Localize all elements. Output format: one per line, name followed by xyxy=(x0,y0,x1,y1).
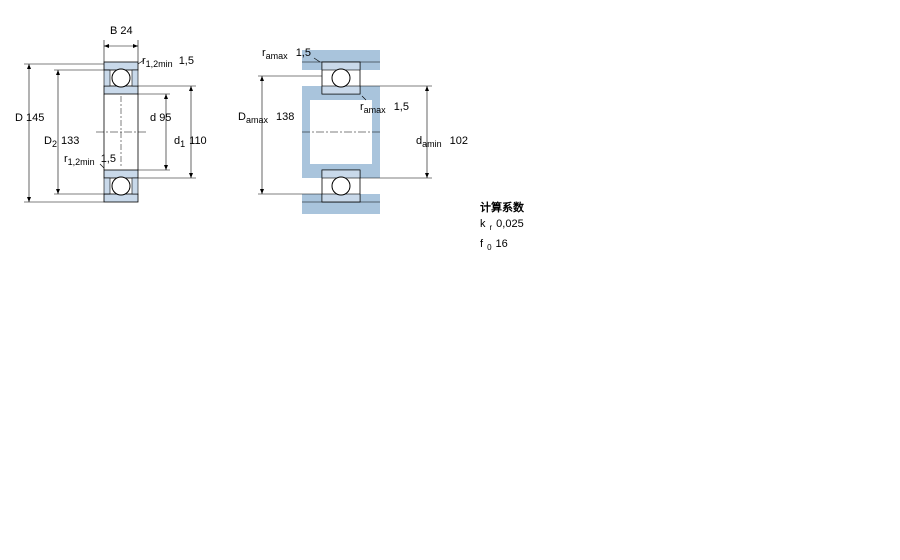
calculation-title: 计算系数 xyxy=(480,202,524,214)
housing-bottom xyxy=(302,202,380,214)
label-D: D 145 xyxy=(15,112,44,124)
housing-top xyxy=(302,50,380,62)
ball-bottom xyxy=(111,176,131,196)
abutment-section xyxy=(258,50,432,214)
ball-bottom-mounted xyxy=(331,176,351,196)
ball-top xyxy=(111,68,131,88)
label-B: B 24 xyxy=(110,25,133,37)
label-d: d 95 xyxy=(150,112,171,124)
ball-top-mounted xyxy=(331,68,351,88)
bearing-section xyxy=(24,40,196,203)
